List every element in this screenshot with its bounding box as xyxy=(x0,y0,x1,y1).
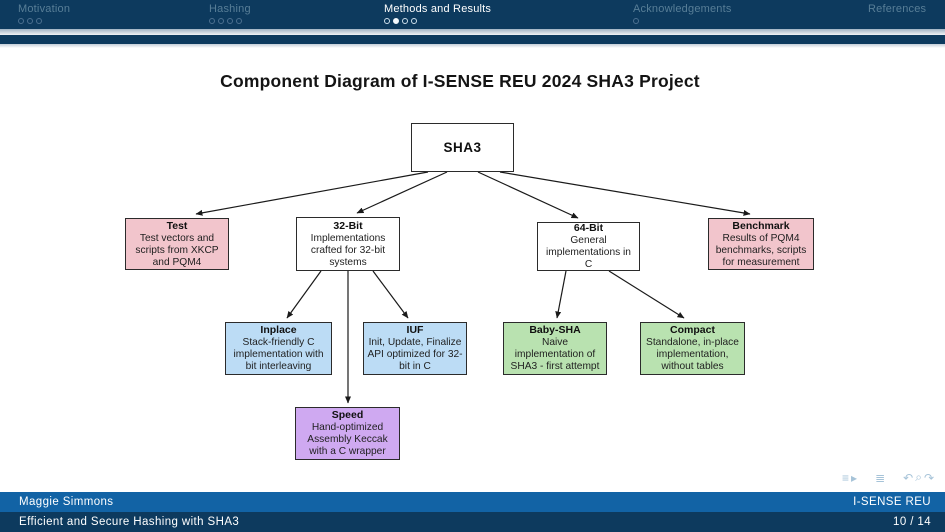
frames-icon[interactable]: ≣ xyxy=(875,470,886,485)
node-title: Benchmark xyxy=(732,219,790,232)
nav-section-references[interactable]: References xyxy=(868,3,926,26)
nav-section-motivation[interactable]: Motivation xyxy=(18,3,70,26)
search-icon[interactable]: ⌕ xyxy=(915,470,922,484)
miniframe-dot[interactable] xyxy=(36,18,42,24)
node-body: Init, Update, Finalize API optimized for… xyxy=(367,337,463,372)
footer-institute: I-SENSE REU xyxy=(853,496,931,508)
node-title: 64-Bit xyxy=(573,222,604,235)
footer-author-bar: Maggie Simmons I-SENSE REU xyxy=(0,492,945,512)
prev-slide-icon[interactable]: ≡ xyxy=(842,470,850,485)
nav-section-label: Acknowledgements xyxy=(633,3,732,15)
node-body: Stack-friendly C implementation with bit… xyxy=(233,337,324,372)
diagram-node-speed: Speed Hand-optimized Assembly Keccak wit… xyxy=(295,407,400,460)
footer-author: Maggie Simmons xyxy=(19,496,114,508)
node-title: Compact xyxy=(670,324,715,337)
miniframe-dots[interactable] xyxy=(18,18,70,26)
node-body: Results of PQM4 benchmarks, scripts for … xyxy=(715,232,807,268)
nav-section-label: Motivation xyxy=(18,3,71,15)
footer-presentation-title: Efficient and Secure Hashing with SHA3 xyxy=(19,516,240,528)
beamer-nav-symbols: ≡ ▸ ≣ ↶ ⌕ ↷ xyxy=(841,470,935,485)
nav-section-methods-results[interactable]: Methods and Results xyxy=(384,3,491,26)
node-body: Naive implementation of SHA3 - first att… xyxy=(510,337,600,372)
miniframe-dot[interactable] xyxy=(218,18,224,24)
back-icon[interactable]: ↶ xyxy=(903,470,914,485)
header-bar: Motivation Hashing Methods and Results A… xyxy=(0,0,945,29)
frametitle-shade-divider xyxy=(0,44,945,48)
node-title: IUF xyxy=(406,324,424,337)
node-body: Hand-optimized Assembly Keccak with a C … xyxy=(307,422,388,457)
diagram-node-iuf: IUF Init, Update, Finalize API optimized… xyxy=(363,322,467,375)
nav-section-label: References xyxy=(868,3,927,15)
miniframe-dot[interactable] xyxy=(227,18,233,24)
miniframe-dot[interactable] xyxy=(18,18,24,24)
nav-section-hashing[interactable]: Hashing xyxy=(209,3,251,26)
diagram-node-inplace: Inplace Stack-friendly C implementation … xyxy=(225,322,332,375)
frametitle-bar xyxy=(0,35,945,44)
miniframe-dots[interactable] xyxy=(384,18,491,26)
miniframe-dot[interactable] xyxy=(27,18,33,24)
nav-section-label: Hashing xyxy=(209,3,251,15)
miniframe-dot-current[interactable] xyxy=(393,18,399,24)
miniframe-dot[interactable] xyxy=(633,18,639,24)
nav-section-label: Methods and Results xyxy=(384,3,492,15)
diagram-node-baby-sha: Baby-SHA Naive implementation of SHA3 - … xyxy=(503,322,607,375)
node-title: Inplace xyxy=(260,324,297,337)
nav-section-acknowledgements[interactable]: Acknowledgements xyxy=(633,3,732,26)
miniframe-dot[interactable] xyxy=(411,18,417,24)
miniframe-dot[interactable] xyxy=(384,18,390,24)
header-shade-divider xyxy=(0,29,945,35)
node-title: 32-Bit xyxy=(333,219,363,232)
node-title: Test xyxy=(166,219,188,232)
page-title: Component Diagram of I-SENSE REU 2024 SH… xyxy=(220,71,700,91)
miniframe-dot[interactable] xyxy=(209,18,215,24)
diagram-node-test: Test Test vectors and scripts from XKCP … xyxy=(125,218,229,270)
node-body: Test vectors and scripts from XKCP and P… xyxy=(135,232,219,268)
miniframe-dot[interactable] xyxy=(236,18,242,24)
diagram-node-compact: Compact Standalone, in-place implementat… xyxy=(640,322,745,375)
node-title: Baby-SHA xyxy=(529,324,581,337)
diagram-node-64-bit: 64-Bit General implementations in C xyxy=(537,222,640,271)
node-body: General implementations in C xyxy=(546,235,631,270)
node-body: Standalone, in-place implementation, wit… xyxy=(646,337,739,372)
diagram-node-32-bit: 32-Bit Implementations crafted for 32-bi… xyxy=(296,217,400,271)
footer-page-number: 10 / 14 xyxy=(893,516,931,528)
miniframe-dots[interactable] xyxy=(633,18,732,26)
node-body: Implementations crafted for 32-bit syste… xyxy=(310,232,386,268)
miniframe-dots[interactable] xyxy=(868,18,926,26)
next-slide-icon[interactable]: ▸ xyxy=(851,470,858,485)
forward-icon[interactable]: ↷ xyxy=(923,470,934,485)
footer-title-bar: Efficient and Secure Hashing with SHA3 1… xyxy=(0,512,945,532)
miniframe-dot[interactable] xyxy=(402,18,408,24)
diagram-node-benchmark: Benchmark Results of PQM4 benchmarks, sc… xyxy=(708,218,814,270)
diagram-node-sha3: SHA3 xyxy=(411,123,514,172)
node-title: SHA3 xyxy=(443,139,482,155)
miniframe-dots[interactable] xyxy=(209,18,251,26)
node-title: Speed xyxy=(331,409,364,422)
